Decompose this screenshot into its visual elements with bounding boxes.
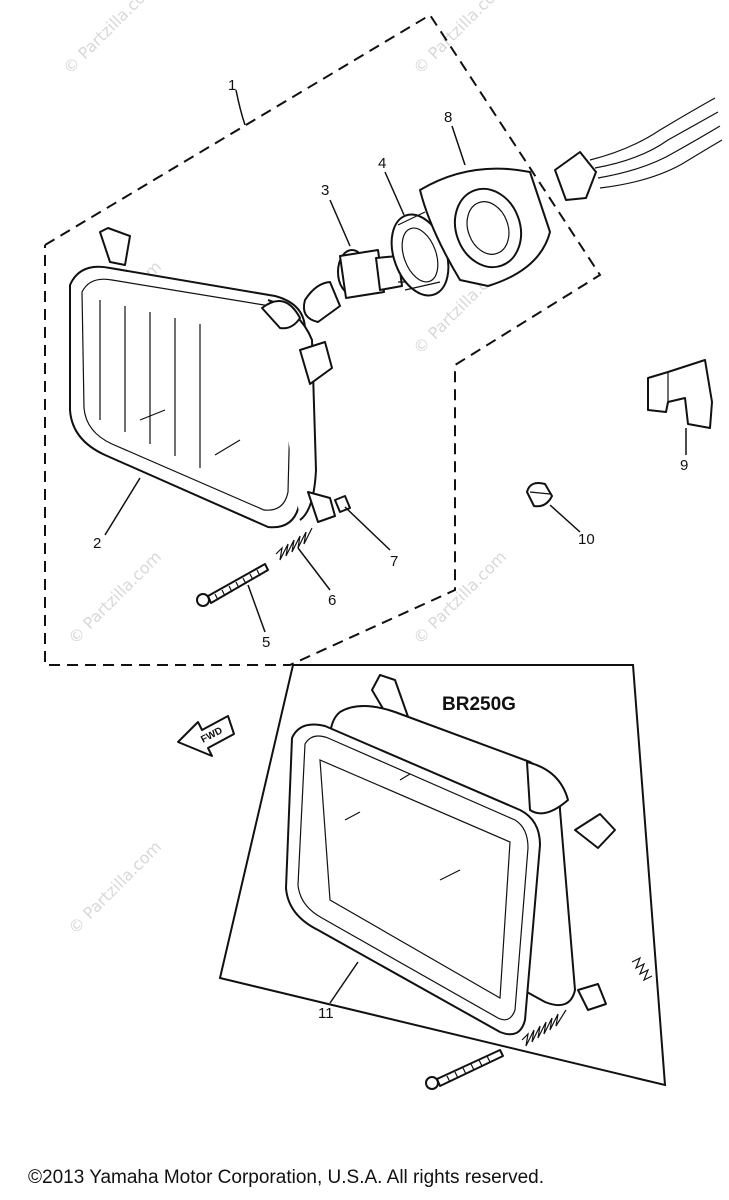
leader-lines — [104, 89, 687, 1004]
watermark: © Partzilla.com — [409, 0, 510, 78]
callouts: 1 2 3 4 5 6 7 8 9 10 11 — [93, 77, 688, 1022]
callout-3: 3 — [321, 182, 329, 199]
headlight-unit — [69, 227, 336, 529]
adjusting-spring — [275, 527, 313, 561]
clip — [526, 482, 553, 508]
callout-7: 7 — [390, 553, 398, 570]
callout-4: 4 — [378, 155, 386, 172]
callout-10: 10 — [578, 531, 595, 548]
model-label: BR250G — [442, 694, 516, 715]
callout-6: 6 — [328, 592, 336, 609]
watermark: © Partzilla.com — [64, 837, 165, 938]
wiring-connector — [554, 97, 723, 201]
callout-11: 11 — [318, 1005, 334, 1022]
callout-9: 9 — [680, 457, 688, 474]
watermark: © Partzilla.com — [59, 0, 160, 78]
br250g-headlight — [285, 674, 653, 1090]
bracket — [647, 359, 713, 429]
forward-arrow: FWD — [177, 715, 235, 757]
callout-1: 1 — [228, 77, 236, 94]
watermark: © Partzilla.com — [64, 547, 165, 648]
adjusting-screw — [196, 563, 269, 607]
callout-2: 2 — [93, 535, 101, 552]
callout-5: 5 — [262, 634, 270, 651]
assembly-outline — [44, 13, 602, 666]
callout-8: 8 — [444, 109, 452, 126]
watermark: © Partzilla.com — [409, 547, 510, 648]
bulb-holder — [390, 211, 450, 297]
copyright-notice: ©2013 Yamaha Motor Corporation, U.S.A. A… — [28, 1167, 544, 1188]
socket-cover — [419, 167, 551, 287]
variant-box — [218, 664, 667, 1087]
